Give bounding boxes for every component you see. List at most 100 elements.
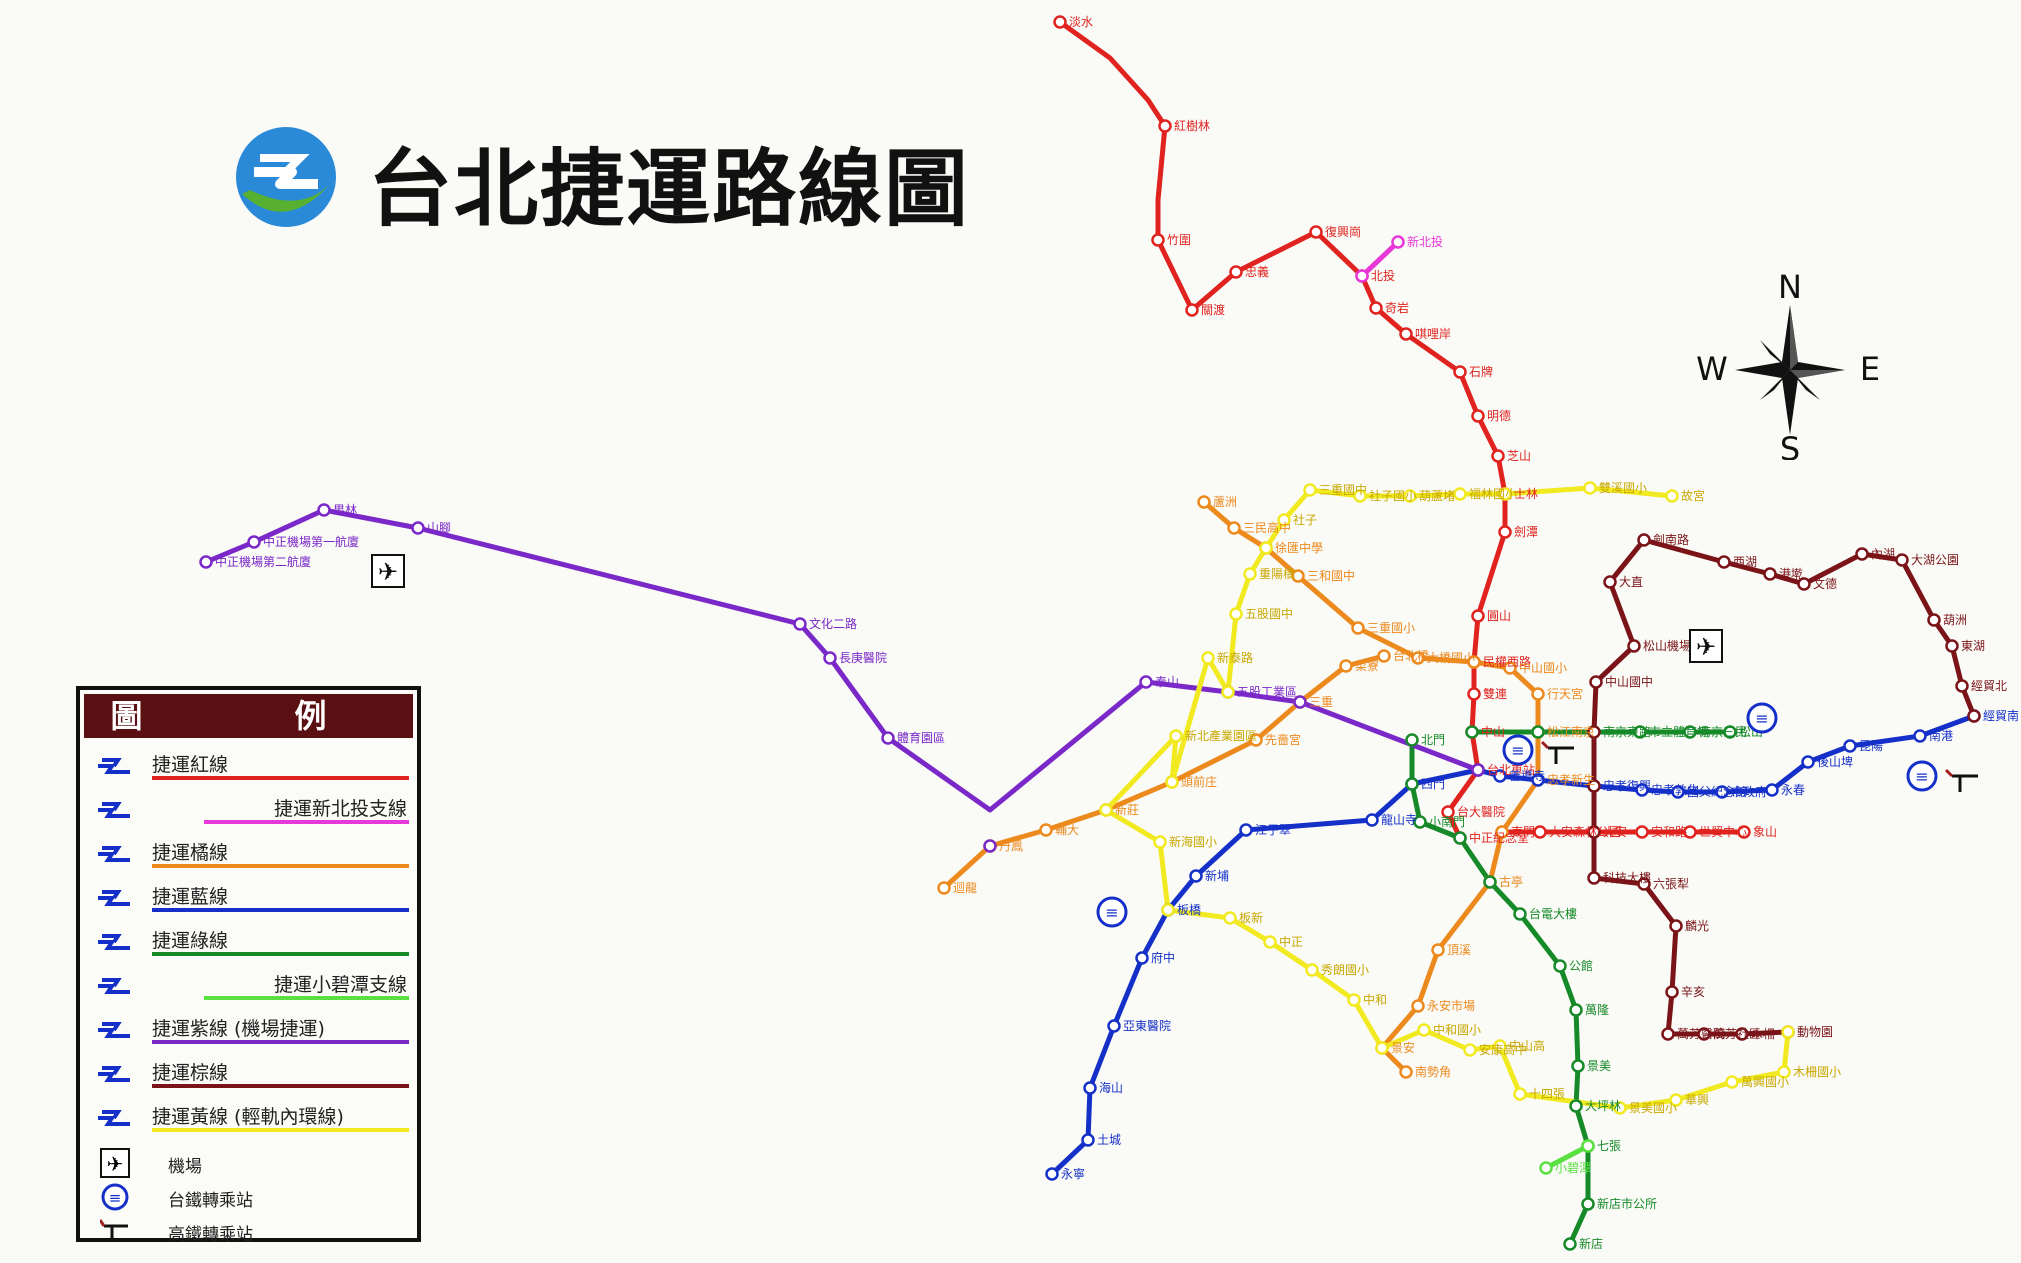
station-marker[interactable] bbox=[1913, 729, 1927, 743]
station-marker[interactable] bbox=[1399, 1065, 1413, 1079]
station-marker[interactable] bbox=[1197, 495, 1211, 509]
station-marker[interactable] bbox=[1353, 489, 1367, 503]
station-marker[interactable] bbox=[1165, 775, 1179, 789]
station-marker[interactable] bbox=[1239, 823, 1253, 837]
station-marker[interactable] bbox=[1569, 1099, 1583, 1113]
station-marker[interactable] bbox=[1531, 773, 1545, 787]
station-marker[interactable] bbox=[1161, 903, 1175, 917]
station-marker[interactable] bbox=[1669, 919, 1683, 933]
station-marker[interactable] bbox=[1405, 777, 1419, 791]
station-marker[interactable] bbox=[1801, 755, 1815, 769]
station-marker[interactable] bbox=[317, 503, 331, 517]
station-marker[interactable] bbox=[1503, 661, 1517, 675]
station-marker[interactable] bbox=[247, 535, 261, 549]
station-marker[interactable] bbox=[1201, 651, 1215, 665]
station-marker[interactable] bbox=[1495, 825, 1509, 839]
station-marker[interactable] bbox=[1945, 639, 1959, 653]
station-marker[interactable] bbox=[1967, 709, 1981, 723]
station-marker[interactable] bbox=[1293, 695, 1307, 709]
station-marker[interactable] bbox=[881, 731, 895, 745]
station-marker[interactable] bbox=[1927, 613, 1941, 627]
station-marker[interactable] bbox=[1305, 963, 1319, 977]
station-marker[interactable] bbox=[1669, 1093, 1683, 1107]
station-marker[interactable] bbox=[1467, 687, 1481, 701]
station-marker[interactable] bbox=[1081, 1133, 1095, 1147]
station-marker[interactable] bbox=[1613, 1101, 1627, 1115]
station-marker[interactable] bbox=[1635, 825, 1649, 839]
station-marker[interactable] bbox=[1665, 489, 1679, 503]
station-marker[interactable] bbox=[1249, 733, 1263, 747]
station-marker[interactable] bbox=[1635, 783, 1649, 797]
station-marker[interactable] bbox=[1309, 225, 1323, 239]
station-marker[interactable] bbox=[823, 651, 837, 665]
station-marker[interactable] bbox=[1553, 959, 1567, 973]
station-marker[interactable] bbox=[1441, 805, 1455, 819]
station-marker[interactable] bbox=[1453, 831, 1467, 845]
station-marker[interactable] bbox=[1151, 233, 1165, 247]
station-marker[interactable] bbox=[199, 555, 213, 569]
station-marker[interactable] bbox=[1587, 871, 1601, 885]
station-marker[interactable] bbox=[1431, 943, 1445, 957]
station-marker[interactable] bbox=[1339, 659, 1353, 673]
station-marker[interactable] bbox=[1581, 1197, 1595, 1211]
station-marker[interactable] bbox=[1351, 621, 1365, 635]
station-marker[interactable] bbox=[1513, 1087, 1527, 1101]
station-marker[interactable] bbox=[1781, 1025, 1795, 1039]
station-marker[interactable] bbox=[1589, 675, 1603, 689]
station-marker[interactable] bbox=[1569, 1003, 1583, 1017]
station-marker[interactable] bbox=[1417, 1023, 1431, 1037]
station-marker[interactable] bbox=[1715, 785, 1729, 799]
station-marker[interactable] bbox=[793, 617, 807, 631]
station-marker[interactable] bbox=[1471, 409, 1485, 423]
station-marker[interactable] bbox=[1498, 525, 1512, 539]
station-marker[interactable] bbox=[1637, 877, 1651, 891]
station-marker[interactable] bbox=[411, 521, 425, 535]
station-marker[interactable] bbox=[1189, 869, 1203, 883]
station-marker[interactable] bbox=[1453, 365, 1467, 379]
station-marker[interactable] bbox=[1513, 907, 1527, 921]
station-marker[interactable] bbox=[1365, 813, 1379, 827]
station-marker[interactable] bbox=[1107, 1019, 1121, 1033]
station-marker[interactable] bbox=[1717, 555, 1731, 569]
station-marker[interactable] bbox=[1665, 985, 1679, 999]
station-marker[interactable] bbox=[1725, 1075, 1739, 1089]
station-marker[interactable] bbox=[1303, 483, 1317, 497]
station-marker[interactable] bbox=[1697, 1027, 1711, 1041]
station-marker[interactable] bbox=[1683, 825, 1697, 839]
station-marker[interactable] bbox=[1843, 739, 1857, 753]
station-marker[interactable] bbox=[1465, 725, 1479, 739]
station-marker[interactable] bbox=[1277, 513, 1291, 527]
station-marker[interactable] bbox=[1259, 541, 1273, 555]
station-marker[interactable] bbox=[1413, 815, 1427, 829]
station-marker[interactable] bbox=[1587, 779, 1601, 793]
station-marker[interactable] bbox=[1405, 733, 1419, 747]
station-marker[interactable] bbox=[1369, 301, 1383, 315]
station-marker[interactable] bbox=[1763, 567, 1777, 581]
station-marker[interactable] bbox=[1661, 1027, 1675, 1041]
station-marker[interactable] bbox=[1467, 655, 1481, 669]
station-marker[interactable] bbox=[1583, 481, 1597, 495]
station-marker[interactable] bbox=[1355, 269, 1369, 283]
station-marker[interactable] bbox=[1737, 825, 1751, 839]
station-marker[interactable] bbox=[1723, 725, 1737, 739]
station-marker[interactable] bbox=[1291, 569, 1305, 583]
station-marker[interactable] bbox=[1375, 1041, 1389, 1055]
station-marker[interactable] bbox=[1453, 487, 1467, 501]
station-marker[interactable] bbox=[1153, 835, 1167, 849]
station-marker[interactable] bbox=[1243, 567, 1257, 581]
station-marker[interactable] bbox=[1539, 1161, 1553, 1175]
station-marker[interactable] bbox=[1587, 825, 1601, 839]
station-marker[interactable] bbox=[1185, 303, 1199, 317]
station-marker[interactable] bbox=[1169, 729, 1183, 743]
station-marker[interactable] bbox=[1895, 553, 1909, 567]
station-marker[interactable] bbox=[1083, 1081, 1097, 1095]
station-marker[interactable] bbox=[1955, 679, 1969, 693]
station-marker[interactable] bbox=[1671, 785, 1685, 799]
station-marker[interactable] bbox=[1683, 725, 1697, 739]
station-marker[interactable] bbox=[1463, 1043, 1477, 1057]
station-marker[interactable] bbox=[1403, 489, 1417, 503]
station-marker[interactable] bbox=[1229, 607, 1243, 621]
station-marker[interactable] bbox=[1399, 327, 1413, 341]
station-marker[interactable] bbox=[1227, 521, 1241, 535]
station-marker[interactable] bbox=[1491, 449, 1505, 463]
